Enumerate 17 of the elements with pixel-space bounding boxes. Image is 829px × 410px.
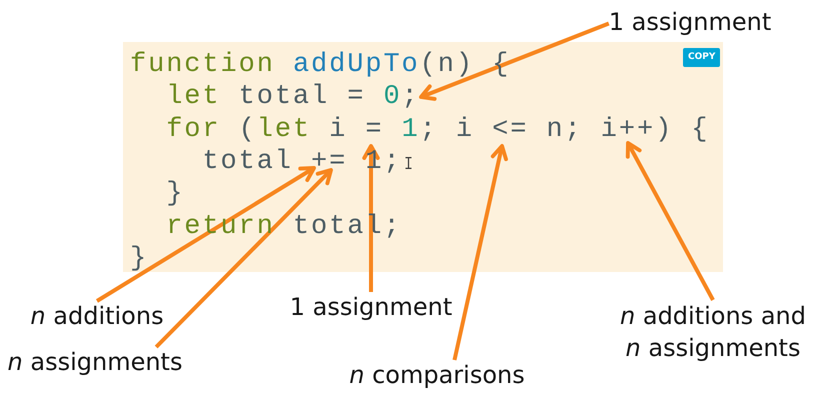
- annotation-text: n additions and n assignments: [610, 300, 816, 364]
- annotation-text: n additions: [30, 301, 164, 331]
- arrow: [96, 166, 316, 303]
- arrow: [419, 22, 610, 101]
- code-line: }: [166, 179, 184, 210]
- annotation-text: 1 assignment: [608, 7, 772, 37]
- code-line: let total = 0;: [166, 82, 420, 112]
- arrow: [452, 144, 508, 360]
- copy-button: COPY: [683, 48, 720, 67]
- code-line: }: [130, 244, 148, 274]
- code-panel: [123, 42, 723, 272]
- arrow: [626, 141, 715, 301]
- annotation-text: n assignments: [8, 347, 182, 377]
- annotation-text: n comparisons: [349, 360, 525, 390]
- annotation-text: 1 assignment: [290, 292, 452, 322]
- code-line: for (let i = 1; i <= n; i++) {: [166, 114, 710, 145]
- arrow: [154, 168, 333, 348]
